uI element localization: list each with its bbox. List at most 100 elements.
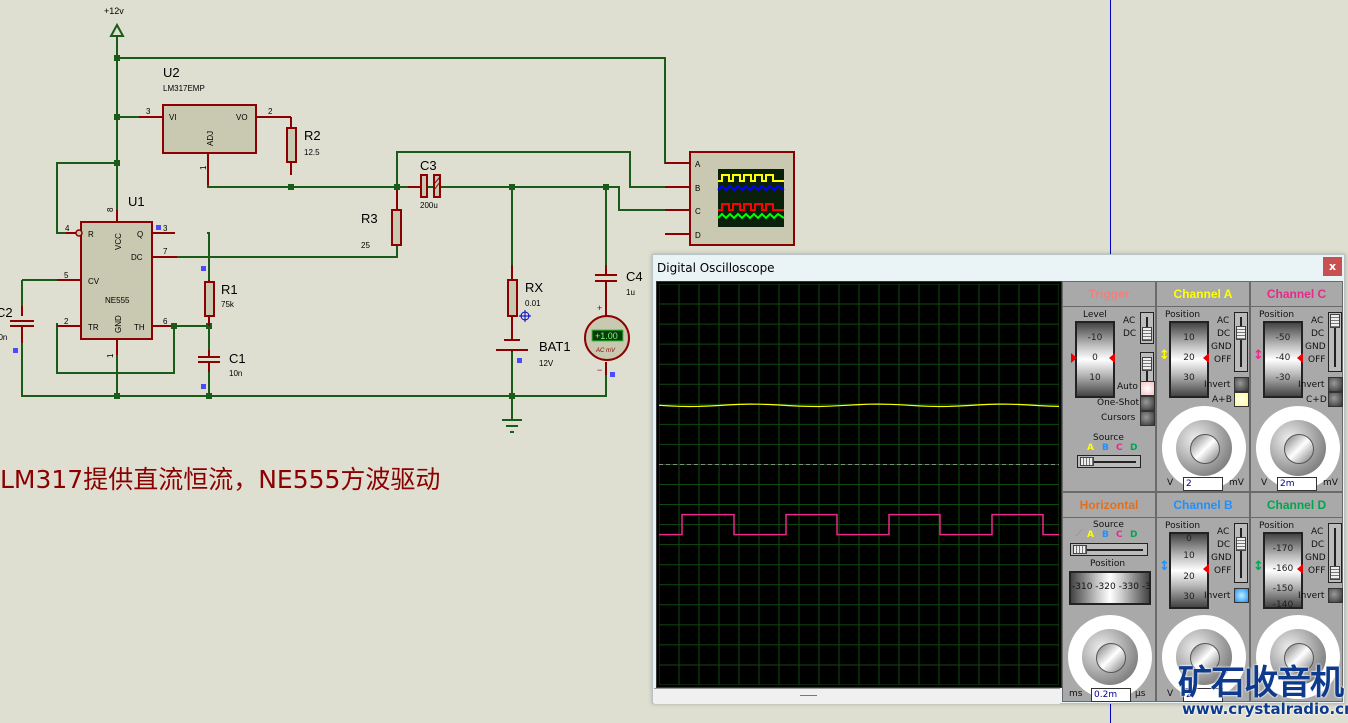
one-shot-button[interactable] bbox=[1140, 396, 1155, 411]
svg-text:1: 1 bbox=[106, 353, 115, 358]
channel-d-move-icon[interactable]: ↕ bbox=[1253, 559, 1264, 574]
channel-b-move-icon[interactable]: ↕ bbox=[1159, 559, 1170, 574]
ac-millivoltmeter[interactable]: +1.00 AC mV + − bbox=[584, 303, 630, 375]
u1-ne555[interactable]: U1 R VCC Q DC CV NE555 TR GND TH 4 8 3 7… bbox=[64, 194, 168, 358]
channel-c-coupling-switch[interactable] bbox=[1328, 312, 1342, 372]
channel-a-scale-field[interactable]: 2 bbox=[1183, 477, 1223, 491]
wires bbox=[21, 36, 688, 420]
status-bar bbox=[654, 688, 1060, 704]
svg-text:U1: U1 bbox=[128, 194, 145, 209]
channel-d-off: OFF bbox=[1308, 566, 1326, 576]
watermark-url: www.crystalradio.cn bbox=[1182, 700, 1348, 718]
svg-text:C4: C4 bbox=[626, 269, 643, 284]
channel-c-unit-mv: mV bbox=[1323, 478, 1338, 488]
caption-text: LM317提供直流恒流，NE555方波驱动 bbox=[0, 465, 441, 494]
channel-c-volts-div-knob[interactable] bbox=[1256, 406, 1340, 490]
svg-text:2: 2 bbox=[268, 107, 273, 116]
channel-b-coupling-switch[interactable] bbox=[1234, 523, 1248, 583]
scope-display bbox=[659, 284, 1059, 685]
channel-b-position-drum[interactable]: 0 10 20 30 bbox=[1169, 532, 1209, 609]
scope-screen[interactable] bbox=[656, 281, 1062, 688]
channel-b-scale-field[interactable]: 2 bbox=[1183, 688, 1223, 702]
channel-a-volts-div-knob[interactable] bbox=[1162, 406, 1246, 490]
rx-resistor[interactable]: RX 0.01 bbox=[507, 279, 543, 322]
channel-a-unit-v: V bbox=[1167, 478, 1174, 488]
h-source-a: A bbox=[1087, 530, 1094, 540]
c4-capacitor[interactable]: C4 1u bbox=[595, 269, 643, 297]
svg-text:C1: C1 bbox=[229, 351, 246, 366]
svg-text:TR: TR bbox=[88, 323, 99, 332]
oscilloscope-window[interactable]: Digital Oscilloscope x Trigger Level -10… bbox=[652, 254, 1345, 704]
channel-b-marker-icon bbox=[1203, 564, 1209, 574]
channel-d-coupling-switch[interactable] bbox=[1328, 523, 1342, 583]
svg-text:NE555: NE555 bbox=[105, 296, 130, 305]
resize-grip[interactable] bbox=[800, 695, 817, 696]
c-plus-d-button[interactable] bbox=[1328, 392, 1343, 407]
trigger-dc-label: DC bbox=[1123, 329, 1137, 339]
channel-a-dc: DC bbox=[1217, 329, 1231, 339]
channel-a-unit-mv: mV bbox=[1229, 478, 1244, 488]
power-terminal[interactable]: +12v bbox=[104, 6, 125, 37]
svg-text:7: 7 bbox=[163, 247, 168, 256]
r2-resistor[interactable]: R2 12.5 bbox=[286, 127, 321, 163]
svg-text:C2: C2 bbox=[0, 305, 13, 320]
channel-a-gnd: GND bbox=[1211, 342, 1232, 352]
svg-text:D: D bbox=[695, 231, 701, 240]
c2-capacitor[interactable]: C2 10n bbox=[0, 305, 34, 342]
channel-c-gnd: GND bbox=[1305, 342, 1326, 352]
svg-text:VCC: VCC bbox=[114, 233, 123, 250]
watermark-logo: 矿石收音机 bbox=[1178, 663, 1344, 703]
channel-d-invert-button[interactable] bbox=[1328, 588, 1343, 603]
trigger-section: Trigger Level -10 0 10 AC DC Auto One-Sh… bbox=[1062, 281, 1156, 492]
pin-markers bbox=[13, 225, 615, 389]
r1-resistor[interactable]: R1 75k bbox=[204, 281, 238, 326]
channel-c-invert-button[interactable] bbox=[1328, 377, 1343, 392]
time-base-knob[interactable] bbox=[1068, 615, 1152, 699]
channel-a-move-icon[interactable]: ↕ bbox=[1159, 348, 1170, 363]
trigger-source-slider[interactable] bbox=[1077, 455, 1141, 468]
channel-d-volts-div-knob[interactable] bbox=[1256, 615, 1340, 699]
trigger-ac-label: AC bbox=[1123, 316, 1136, 326]
a-plus-b-button[interactable] bbox=[1234, 392, 1249, 407]
channel-c-move-icon[interactable]: ↕ bbox=[1253, 348, 1264, 363]
channel-d-position-drum[interactable]: -170 -160 -150 -140 bbox=[1263, 532, 1303, 610]
oscilloscope-symbol[interactable]: A B C D bbox=[689, 151, 795, 246]
time-base-field[interactable]: 0.2m bbox=[1091, 688, 1131, 702]
u2-lm317[interactable]: U2 LM317EMP VI VO ADJ 3 2 1 bbox=[146, 65, 273, 170]
channel-a-ac: AC bbox=[1217, 316, 1230, 326]
channel-c-position-label: Position bbox=[1259, 310, 1295, 320]
channel-b-unit-v: V bbox=[1167, 689, 1174, 699]
channel-a-invert-button[interactable] bbox=[1234, 377, 1249, 392]
trigger-edge-switch[interactable] bbox=[1140, 352, 1154, 387]
horizontal-source-label: Source bbox=[1093, 520, 1124, 530]
c1-capacitor[interactable]: C1 10n bbox=[198, 350, 246, 378]
channel-c-scale-field[interactable]: 2m bbox=[1277, 477, 1317, 491]
channel-c-position-drum[interactable]: -50 -40 -30 bbox=[1263, 321, 1303, 398]
channel-c-marker-icon bbox=[1297, 353, 1303, 363]
close-button[interactable]: x bbox=[1323, 257, 1342, 276]
horizontal-position-drum[interactable]: -310 -320 -330 -34 bbox=[1069, 571, 1151, 605]
c3-capacitor[interactable]: C3 200u bbox=[420, 158, 441, 210]
channel-b-invert-button[interactable] bbox=[1234, 588, 1249, 603]
channel-a-off: OFF bbox=[1214, 355, 1232, 365]
source-b: B bbox=[1102, 443, 1109, 453]
channel-a-section: Channel A Position 10 20 30 ↕ AC DC GND … bbox=[1156, 281, 1250, 492]
horizontal-source-slider[interactable] bbox=[1070, 543, 1148, 556]
cursors-button[interactable] bbox=[1140, 411, 1155, 426]
svg-text:DC: DC bbox=[131, 253, 143, 262]
r3-resistor[interactable]: R3 25 bbox=[361, 209, 402, 250]
channel-c-dc: DC bbox=[1311, 329, 1325, 339]
channel-b-volts-div-knob[interactable] bbox=[1162, 615, 1246, 699]
svg-text:2: 2 bbox=[64, 317, 69, 326]
auto-button[interactable] bbox=[1140, 381, 1155, 396]
trigger-coupling-switch[interactable] bbox=[1140, 312, 1154, 344]
cursors-label: Cursors bbox=[1101, 413, 1136, 423]
level-marker-left-icon bbox=[1071, 353, 1077, 363]
svg-text:B: B bbox=[695, 184, 700, 193]
channel-b-off: OFF bbox=[1214, 566, 1232, 576]
bat1-battery[interactable]: BAT1 12V bbox=[496, 339, 571, 368]
channel-a-coupling-switch[interactable] bbox=[1234, 312, 1248, 372]
channel-a-position-drum[interactable]: 10 20 30 bbox=[1169, 321, 1209, 398]
window-title: Digital Oscilloscope bbox=[657, 261, 775, 275]
